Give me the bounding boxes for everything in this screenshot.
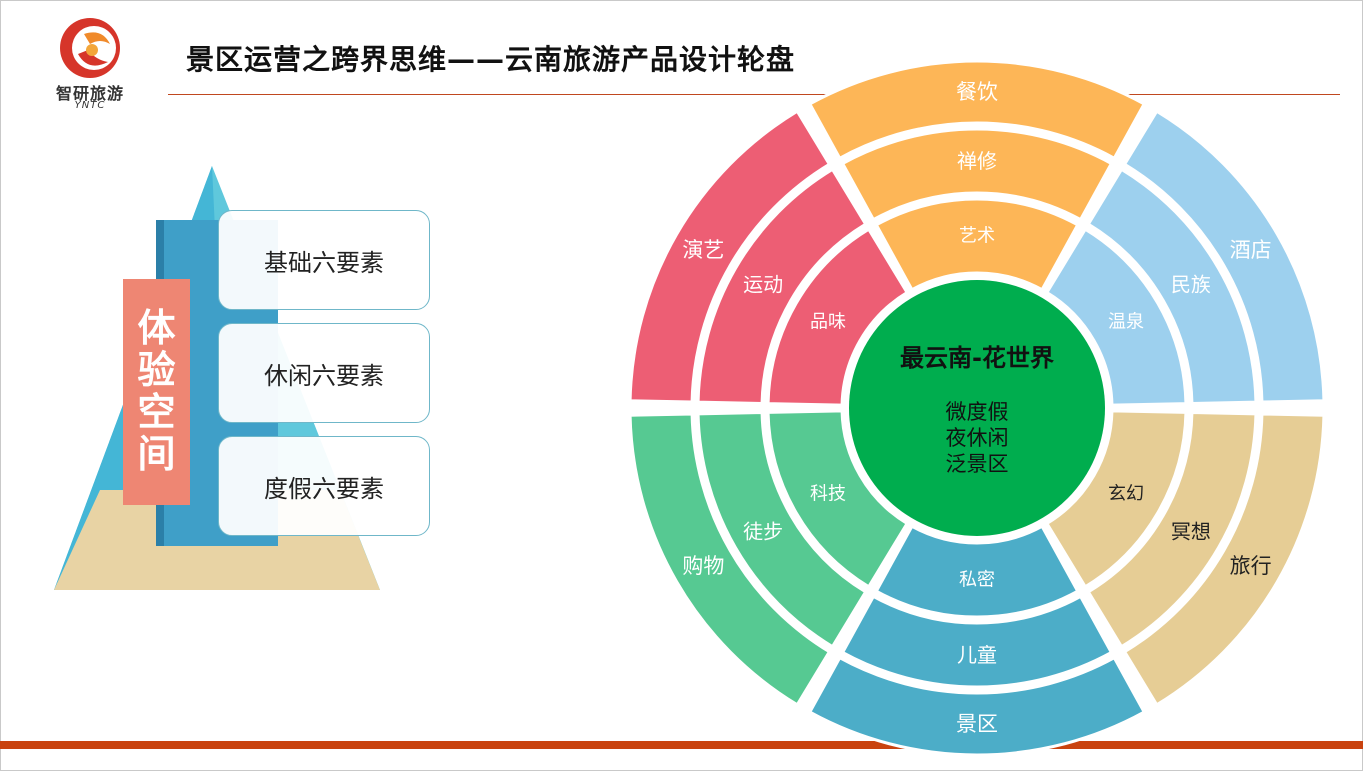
- wheel-label-food-ring-2: 禅修: [957, 149, 997, 173]
- wheel-segment-performance-ring-1: [766, 227, 909, 407]
- wheel-segment-food-ring-2: [841, 127, 1113, 222]
- tag-char: 间: [137, 431, 176, 476]
- wheel-segment-shopping-ring-1: [766, 409, 909, 589]
- wheel-label-food-ring-3: 餐饮: [956, 80, 998, 104]
- basic-six-elements-box: 基础六要素: [218, 210, 430, 310]
- wheel-label-performance-ring-2: 运动: [743, 273, 783, 297]
- wheel-label-shopping-ring-2: 徒步: [743, 520, 783, 544]
- wheel-label-hotel-ring-3: 酒店: [1230, 238, 1272, 262]
- vacation-six-elements-box: 度假六要素: [218, 436, 430, 536]
- wheel-segment-hotel-ring-2: [1086, 167, 1258, 405]
- wheel-segment-travel-ring-2: [1086, 411, 1258, 649]
- wheel-segment-travel-ring-1: [1045, 409, 1188, 589]
- wheel-label-scenic-ring-1: 私密: [959, 570, 995, 591]
- wheel-label-shopping-ring-1: 科技: [810, 484, 846, 505]
- wheel-segment-shopping-ring-3: [628, 412, 831, 707]
- title-divider: [168, 94, 1340, 95]
- wheel-center-line: 夜休闲: [946, 426, 1009, 450]
- logo-name: 智研旅游: [55, 84, 124, 103]
- wheel-label-shopping-ring-3: 购物: [682, 554, 724, 578]
- wheel-center-circle: [849, 280, 1105, 536]
- wheel-segment-performance-ring-3: [628, 109, 831, 404]
- wheel-segment-performance-ring-2: [696, 167, 868, 405]
- leisure-six-elements-box: 休闲六要素: [218, 323, 430, 423]
- wheel-segment-travel-ring-3: [1123, 412, 1326, 707]
- tag-char: 空: [137, 390, 176, 434]
- wheel-segment-shopping-ring-2: [696, 411, 868, 649]
- wheel-label-food-ring-1: 艺术: [959, 226, 995, 247]
- wheel-label-hotel-ring-2: 民族: [1171, 273, 1211, 297]
- wheel-segment-hotel-ring-1: [1045, 227, 1188, 407]
- wheel-center-line: 泛景区: [946, 452, 1009, 476]
- tag-char: 验: [137, 348, 176, 393]
- wheel-label-travel-ring-2: 冥想: [1171, 520, 1211, 544]
- wheel-label-scenic-ring-3: 景区: [956, 712, 998, 736]
- wheel-label-travel-ring-1: 玄幻: [1108, 484, 1144, 505]
- page-title: 景区运营之跨界思维——云南旅游产品设计轮盘: [186, 43, 796, 76]
- wheel-label-performance-ring-1: 品味: [810, 312, 846, 333]
- logo-subtitle: YNTC: [74, 100, 106, 111]
- footer-bar: [0, 741, 1363, 749]
- wheel-center-line: 微度假: [946, 400, 1009, 424]
- wheel-center-title: 最云南-花世界: [900, 344, 1054, 372]
- wheel-segment-scenic-ring-2: [841, 594, 1113, 689]
- yntc-logo: [60, 18, 120, 78]
- experience-space-tag: 体 验 空 间: [123, 279, 190, 505]
- wheel-label-scenic-ring-2: 儿童: [957, 643, 997, 667]
- wheel-segment-food-ring-3: [808, 59, 1146, 160]
- wheel-segment-scenic-ring-3: [808, 656, 1146, 757]
- tag-char: 体: [137, 306, 176, 351]
- wheel-segment-hotel-ring-3: [1123, 109, 1326, 404]
- wheel-label-travel-ring-3: 旅行: [1230, 554, 1272, 578]
- wheel-label-performance-ring-3: 演艺: [682, 238, 724, 262]
- wheel-segment-scenic-ring-1: [874, 524, 1080, 619]
- wheel-label-hotel-ring-1: 温泉: [1108, 312, 1144, 333]
- wheel-segment-food-ring-1: [874, 197, 1080, 292]
